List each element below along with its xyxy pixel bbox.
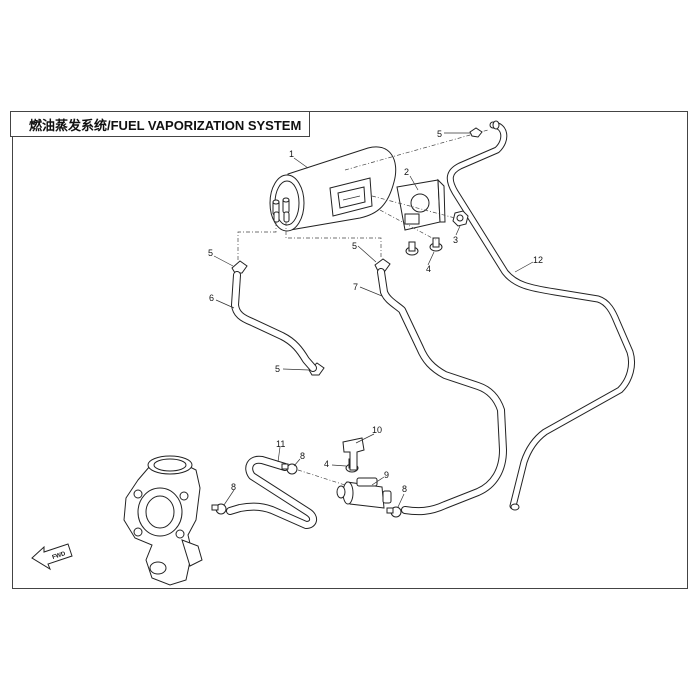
page-title: 燃油蒸发系统/FUEL VAPORIZATION SYSTEM [29,117,302,133]
bolt-upper-2[interactable] [429,237,443,252]
hose-clamp-5-left[interactable] [231,260,248,274]
vapor-hose-7[interactable] [377,268,507,516]
callout-11: 11 [276,439,285,449]
callout-6: 6 [209,293,214,303]
callout-9: 9 [384,470,389,480]
throttle-body [123,455,203,586]
callout-10: 10 [372,425,382,435]
callout-3: 3 [453,235,458,245]
callout-labels: 1 2 3 4 4 5 5 5 5 6 7 8 8 8 9 10 11 12 [208,129,543,494]
callout-5-top: 5 [437,129,442,139]
vapor-hose-6[interactable] [231,271,317,372]
callout-12: 12 [533,255,543,265]
hose-end-fitting [492,120,520,511]
callout-4-upper: 4 [426,264,431,274]
hose-clamp-8-middle[interactable] [281,463,298,475]
hose-clamp-5-mid[interactable] [374,258,391,272]
callout-2: 2 [404,167,409,177]
hose-clamp-5-top[interactable] [469,127,483,138]
callout-5-left: 5 [208,248,213,258]
purge-hose-11[interactable] [226,455,317,529]
fwd-arrow-icon: FWD [31,543,73,571]
leader-lines [213,132,534,508]
callout-5-bottom: 5 [275,364,280,374]
callout-1: 1 [289,149,294,159]
callout-4-lower: 4 [324,459,329,469]
tank-vent-hose-12[interactable] [446,121,636,510]
purge-valve[interactable] [336,477,392,509]
flange-nut[interactable] [452,210,469,227]
callout-5-mid: 5 [352,241,357,251]
hose-clamp-8-right[interactable] [386,506,402,518]
title-box: 燃油蒸发系统/FUEL VAPORIZATION SYSTEM [10,111,310,137]
alignment-lines [237,129,489,486]
fwd-label: FWD [52,551,67,561]
valve-bracket[interactable] [342,437,365,471]
canister-bracket[interactable] [396,178,446,231]
charcoal-canister[interactable] [269,146,397,232]
callout-8-left: 8 [231,482,236,492]
callout-8-right: 8 [402,484,407,494]
bolt-upper[interactable] [405,241,419,256]
hose-clamp-8-left[interactable] [211,503,227,515]
callout-7: 7 [353,282,358,292]
diagram-frame [12,111,688,589]
callout-8-middle: 8 [300,451,305,461]
